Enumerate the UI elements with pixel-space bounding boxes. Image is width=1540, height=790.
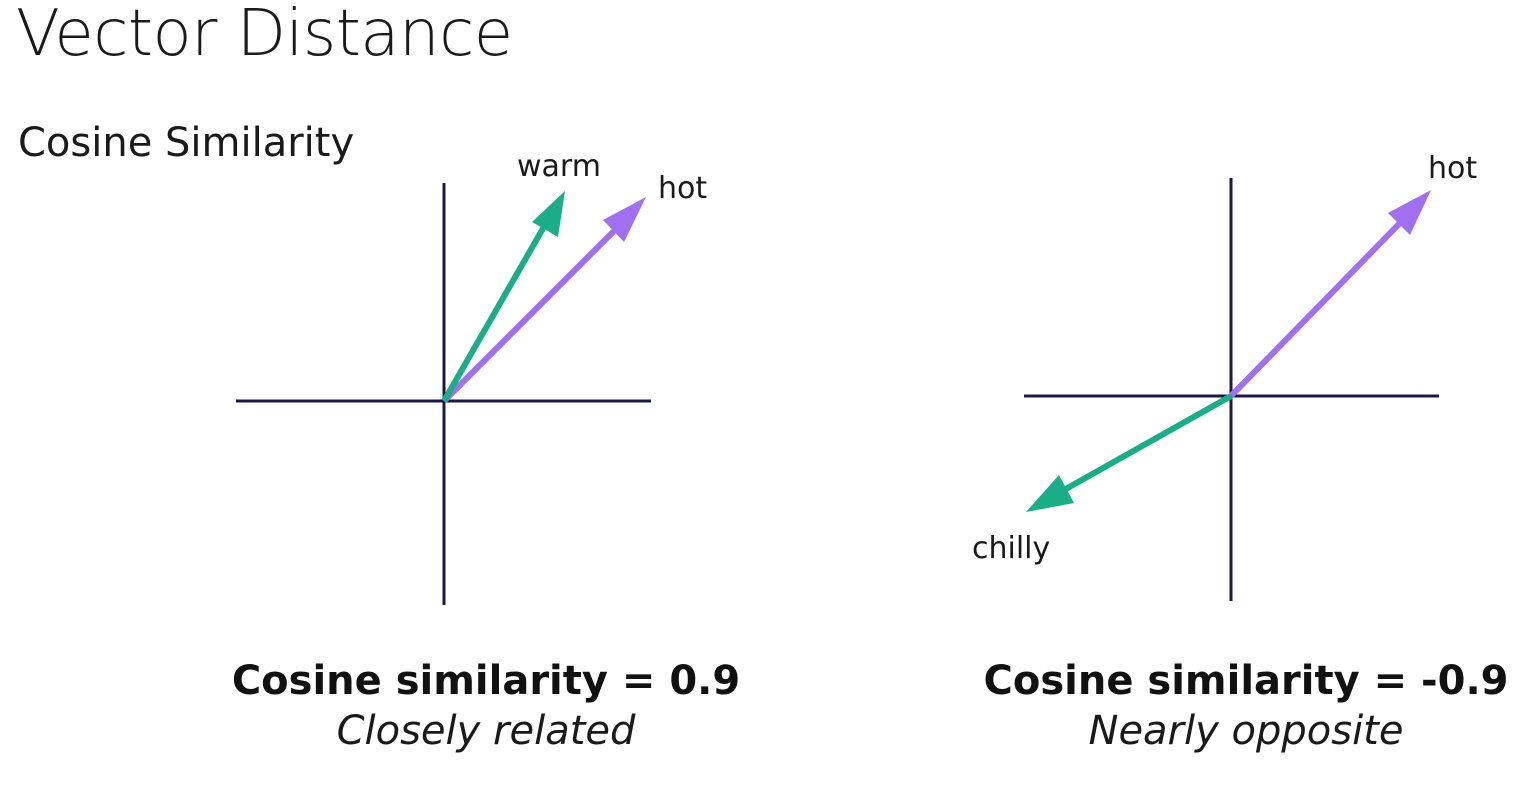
- page-title: Vector Distance: [16, 0, 513, 71]
- left-warm-vector-shaft: [441, 223, 548, 403]
- left-caption-value: Cosine similarity = 0.9: [231, 658, 741, 704]
- right-chilly-label: chilly: [972, 531, 1050, 566]
- left-caption: Cosine similarity = 0.9 Closely related: [136, 658, 836, 754]
- right-panel: hot chilly: [972, 151, 1477, 601]
- right-hot-vector-shaft: [1228, 219, 1404, 399]
- right-chilly-vector-shaft: [1062, 393, 1233, 493]
- right-hot-arrowhead: [1388, 190, 1431, 235]
- page-subtitle: Cosine Similarity: [18, 120, 355, 166]
- left-hot-arrowhead: [603, 197, 646, 242]
- right-caption: Cosine similarity = -0.9 Nearly opposite: [896, 658, 1540, 754]
- right-hot-label: hot: [1428, 151, 1477, 186]
- left-warm-arrowhead: [532, 191, 565, 237]
- left-caption-note: Closely related: [336, 708, 636, 754]
- left-warm-label: warm: [517, 149, 601, 184]
- left-panel: warm hot: [236, 149, 707, 605]
- left-hot-label: hot: [658, 171, 707, 206]
- left-hot-vector-shaft: [441, 226, 619, 404]
- right-caption-value: Cosine similarity = -0.9: [983, 658, 1509, 704]
- right-chilly-arrowhead: [1026, 475, 1074, 512]
- right-caption-note: Nearly opposite: [1088, 708, 1404, 754]
